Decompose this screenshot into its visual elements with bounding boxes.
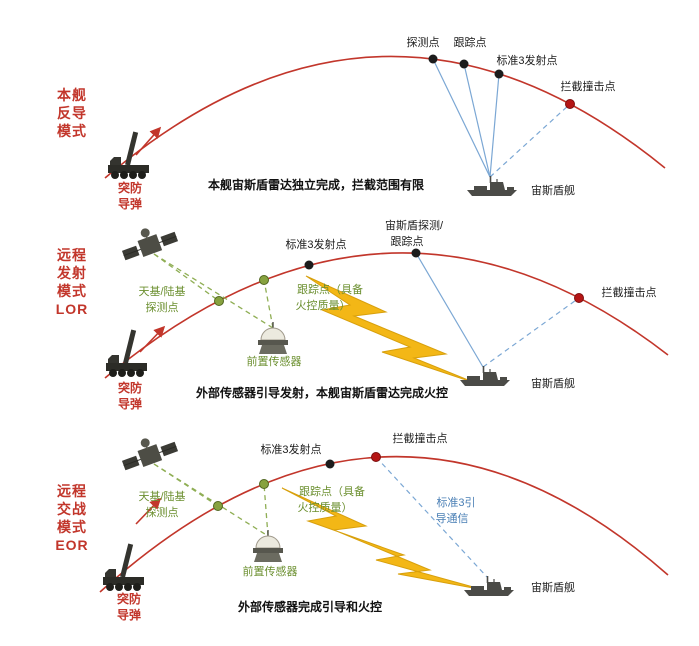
satellite-icon [116, 428, 180, 474]
sensor-tracking-dashed-line [263, 483, 269, 537]
panel-launch-on-remote [104, 218, 669, 387]
aegis-track-label-line: 跟踪点 [390, 236, 424, 248]
mode-label-line: 模式 [57, 283, 87, 299]
threat-trajectory-arc [104, 55, 666, 179]
threat-missile-label-line: 导弹 [117, 197, 143, 211]
aegis-ship-icon [463, 575, 515, 597]
mode-label-line: 发射 [57, 265, 87, 281]
external-detection-label-line: 探测点 [145, 302, 179, 314]
mode-label-line: 交战 [57, 501, 87, 517]
forward-sensor-label: 前置传感器 [246, 356, 302, 368]
aegis-ship-label: 宙斯盾舰 [531, 582, 575, 594]
sm3-launch-point-label: 标准3发射点 [496, 55, 558, 67]
aegis-radar-beam-line [432, 58, 491, 178]
external-detection-label-line: 天基/陆基 [138, 286, 186, 298]
mode-label-line: 远程 [57, 483, 87, 499]
threat-missile-label-line: 导弹 [117, 397, 143, 411]
external-detection-label-line: 天基/陆基 [138, 491, 186, 503]
fire-control-track-point-dot [259, 275, 269, 285]
intercept-point-label: 拦截撞击点 [392, 433, 448, 445]
missile-launcher-icon [106, 329, 147, 377]
forward-sensor-label: 前置传感器 [242, 566, 298, 578]
mode-label-line: 模式 [57, 519, 87, 535]
missile-launch-arrow [135, 126, 162, 156]
aegis-ship-label: 宙斯盾舰 [531, 185, 575, 197]
sm3-launch-point-dot [325, 459, 335, 469]
intercept-point-label: 拦截撞击点 [560, 81, 616, 93]
sm3-launch-point-dot [304, 260, 314, 270]
mode-label-line: LOR [55, 301, 89, 317]
aegis-track-point-dot [411, 248, 421, 258]
aegis-radar-beam-line [415, 252, 484, 368]
panel-own-ship-mode [104, 54, 666, 197]
missile-launch-arrow [139, 325, 166, 353]
threat-missile-label-line: 导弹 [116, 608, 142, 622]
mode-label-line: 模式 [57, 123, 87, 139]
mode-label-line: 本舰 [57, 87, 87, 103]
external-detection-point-dot [213, 501, 223, 511]
external-detection-label-line: 探测点 [145, 507, 179, 519]
aegis-track-label-line: 宙斯盾探测/ [384, 220, 444, 232]
aegis-ship-label: 宙斯盾舰 [531, 378, 575, 390]
external-detection-point-dot [214, 296, 224, 306]
threat-missile-label-line: 突防 [117, 181, 143, 195]
missile-launcher-icon [108, 131, 149, 179]
panel-engage-on-remote [99, 428, 669, 597]
panel-caption: 外部传感器完成引导和火控 [237, 600, 383, 614]
threat-trajectory-arc [99, 455, 669, 593]
aegis-ship-icon [466, 175, 518, 197]
panel-caption: 本舰宙斯盾雷达独立完成，拦截范围有限 [207, 178, 425, 192]
threat-trajectory-arc [104, 252, 669, 379]
detection-point-dot [428, 54, 438, 64]
missile-launcher-icon [103, 543, 144, 591]
missile-launch-arrow [135, 497, 162, 525]
forward-sensor-radar-icon [252, 529, 284, 563]
sm3-launch-point-label: 标准3发射点 [285, 239, 347, 251]
satellite-detection-dashed-line [153, 253, 220, 302]
detection-point-label: 探测点 [406, 37, 440, 49]
tracking-point-label: 跟踪点 [453, 37, 487, 49]
satellite-icon [116, 218, 180, 264]
intercept-point-dot [371, 452, 381, 462]
intercept-guidance-dashed-line [489, 103, 571, 178]
panel-caption: 外部传感器引导发射，本舰宙斯盾雷达完成火控 [195, 386, 449, 400]
fire-control-track-label-line: 火控质量） [295, 300, 351, 312]
sm3-guidance-label-line: 标准3引 [436, 497, 476, 509]
forward-sensor-radar-icon [257, 321, 289, 355]
sm3-guidance-label-line: 导通信 [435, 513, 469, 525]
mode-label-line: EOR [55, 537, 89, 553]
threat-missile-label-line: 突防 [117, 381, 143, 395]
intercept-point-dot [574, 293, 584, 303]
intercept-point-dot [565, 99, 575, 109]
sm3-uplink-dashed-line [375, 456, 488, 578]
fire-control-track-point-dot [259, 479, 269, 489]
fire-control-track-label-line: 火控质量） [297, 502, 353, 514]
sm3-launch-point-dot [494, 69, 504, 79]
sensor-tracking-dashed-line [263, 279, 274, 329]
satellite-to-sensor-dashed-line [153, 463, 269, 537]
mode-label-line: 反导 [57, 105, 87, 121]
fire-control-track-label-line: 跟踪点（具备 [299, 486, 365, 498]
aegis-ship-icon [459, 365, 511, 387]
intercept-point-label: 拦截撞击点 [601, 287, 657, 299]
threat-missile-label-line: 突防 [116, 592, 142, 606]
intercept-guidance-dashed-line [482, 297, 580, 368]
aegis-radar-beam-line [489, 73, 500, 178]
tracking-point-dot [459, 59, 469, 69]
fire-control-track-label-line: 跟踪点（具备 [297, 284, 363, 296]
sm3-launch-point-label: 标准3发射点 [260, 444, 322, 456]
mode-label-line: 远程 [57, 247, 87, 263]
aegis-radar-beam-line [463, 63, 491, 178]
